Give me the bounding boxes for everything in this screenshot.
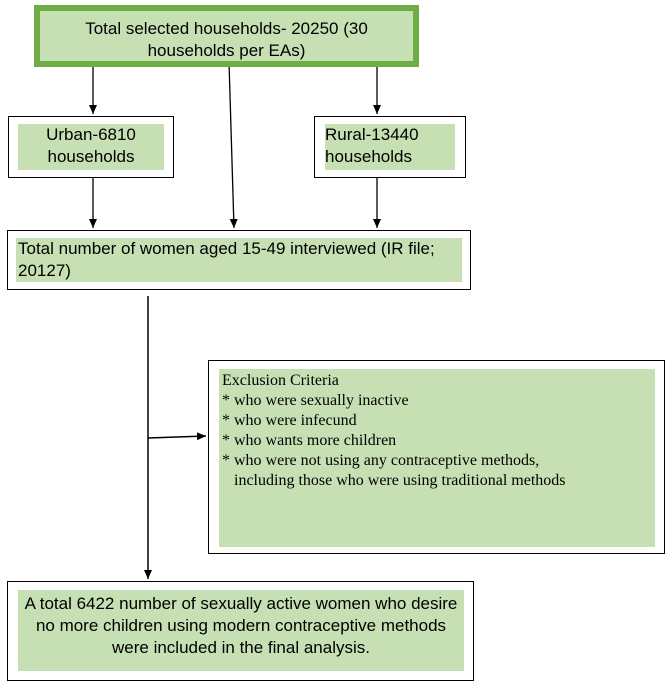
rural-box: Rural-13440 households — [314, 116, 466, 178]
exclusion-fill — [219, 369, 655, 547]
exclusion-content: Exclusion Criteria * who were sexually i… — [222, 371, 652, 491]
exclusion-item-continuation: including those who were using tradition… — [234, 472, 566, 489]
women-interviewed-fill — [16, 238, 462, 282]
rural-fill — [325, 124, 455, 170]
rural-text: Rural-13440 households — [325, 125, 419, 166]
final-sample-text: A total 6422 number of sexually active w… — [24, 594, 458, 657]
total-households-text: Total selected households- 20250 (30 hou… — [85, 19, 368, 60]
urban-text: Urban-6810 households — [46, 125, 136, 166]
total-households-box: Total selected households- 20250 (30 hou… — [34, 5, 419, 67]
urban-fill — [18, 124, 164, 170]
exclusion-item: * who were sexually inactive — [222, 392, 409, 409]
arrow-top-to-women — [228, 61, 238, 229]
urban-box: Urban-6810 households — [8, 116, 174, 178]
arrow-to-exclusion — [147, 432, 207, 441]
women-interviewed-box: Total number of women aged 15-49 intervi… — [7, 230, 471, 290]
exclusion-criteria-box: Exclusion Criteria * who were sexually i… — [208, 360, 665, 554]
exclusion-title: Exclusion Criteria — [222, 372, 339, 389]
exclusion-item: * who were infecund — [222, 412, 357, 429]
exclusion-item: * who were not using any contraceptive m… — [222, 452, 540, 469]
exclusion-item: * who wants more children — [222, 432, 397, 449]
final-sample-fill — [18, 590, 464, 671]
final-sample-box: A total 6422 number of sexually active w… — [7, 581, 474, 681]
women-interviewed-text: Total number of women aged 15-49 intervi… — [18, 239, 435, 280]
